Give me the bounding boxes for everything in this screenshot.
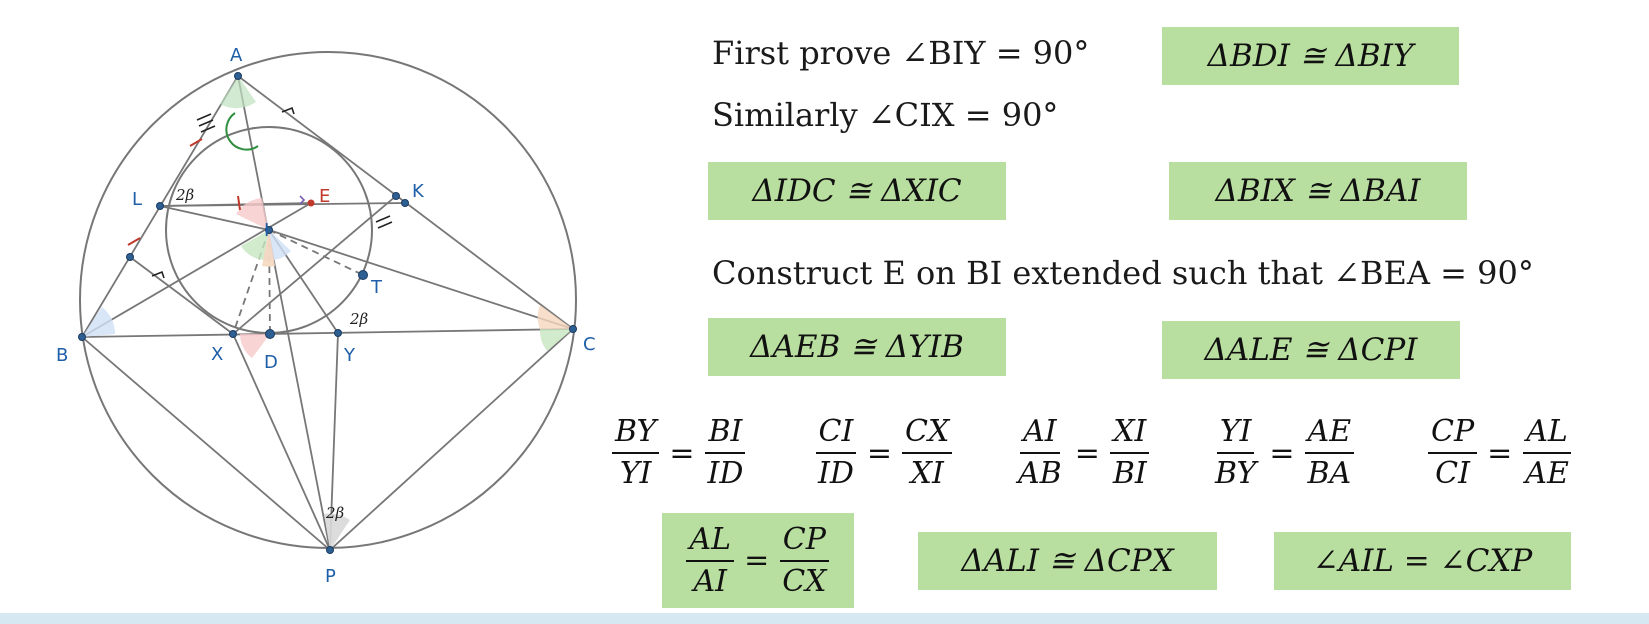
label-d: D	[264, 352, 278, 373]
label-t: T	[370, 277, 383, 298]
point-k	[401, 199, 409, 207]
angle-fill-i-red	[236, 198, 269, 230]
angle-marker-a	[225, 112, 259, 151]
angle-fill-c2	[539, 329, 573, 351]
right-angle-e	[299, 195, 306, 205]
point-p	[326, 546, 334, 554]
angle-fill-c	[537, 305, 573, 329]
label-i: I	[264, 220, 269, 241]
point-e	[307, 199, 315, 207]
angle-fill-i-green	[241, 230, 269, 260]
label-b: B	[56, 345, 68, 366]
point-c	[569, 325, 577, 333]
point-a	[234, 72, 242, 80]
angle-label-p: 2β	[325, 504, 345, 522]
label-y: Y	[343, 345, 356, 366]
bottom-strip	[0, 613, 1649, 624]
point-t	[358, 270, 368, 280]
point-lb	[126, 253, 134, 261]
label-c: C	[583, 334, 596, 355]
tick-marks-red	[127, 138, 241, 246]
angle-fill-i-orange	[262, 230, 275, 267]
box-bix-bai: ΔBIX ≅ ΔBAI	[1169, 162, 1467, 220]
box-ail-cxp: ∠AIL = ∠CXP	[1274, 532, 1571, 590]
label-k: K	[412, 181, 425, 202]
box-ali-cpx: ΔALI ≅ ΔCPX	[918, 532, 1217, 590]
angle-fill-p	[324, 513, 350, 550]
label-p: P	[325, 566, 336, 587]
box-bdi-biy: ΔBDI ≅ ΔBIY	[1162, 27, 1459, 85]
label-l: L	[132, 189, 142, 210]
geometry-diagram: A B C L E K I T X D Y P 2β 2β 2β	[56, 45, 596, 587]
point-x	[229, 330, 237, 338]
point-d	[265, 329, 275, 339]
angle-label-l: 2β	[175, 186, 195, 204]
statement-construct: Construct E on BI extended such that ∠BE…	[712, 254, 1534, 292]
point-i	[265, 226, 273, 234]
segments	[81, 75, 574, 551]
point-b	[78, 333, 86, 341]
angle-fill-b	[82, 307, 116, 337]
statement-similarly: Similarly ∠CIX = 90°	[712, 96, 1059, 134]
circumcircle	[79, 51, 577, 549]
box-aeb-yib: ΔAEB ≅ ΔYIB	[708, 318, 1006, 376]
label-a: A	[230, 45, 243, 66]
angle-label-y: 2β	[349, 310, 369, 328]
point-k1	[392, 192, 400, 200]
points	[78, 72, 577, 554]
label-e: E	[319, 186, 330, 207]
box-ale-cpi: ΔALE ≅ ΔCPI	[1162, 321, 1460, 379]
tick-marks-black	[151, 106, 393, 279]
label-x: X	[211, 344, 223, 365]
angle-fill-a	[220, 76, 256, 109]
point-l	[156, 202, 164, 210]
statement-first-prove: First prove ∠BIY = 90°	[712, 34, 1090, 72]
angle-fill-d	[240, 334, 270, 358]
point-y	[334, 329, 342, 337]
box-idc-xic: ΔIDC ≅ ΔXIC	[708, 162, 1006, 220]
